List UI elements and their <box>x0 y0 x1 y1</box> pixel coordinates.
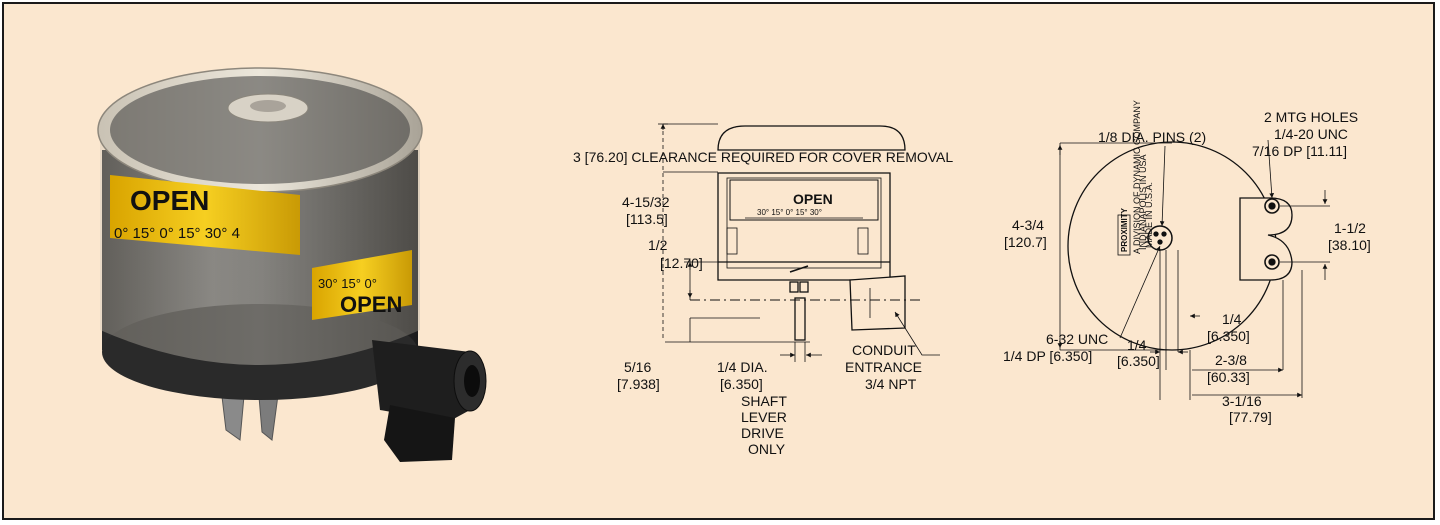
pins-label: 1/8 DIA. PINS (2) <box>1098 129 1206 145</box>
d4-mm: [77.79] <box>1229 409 1272 425</box>
front-offset-in: 1/2 <box>648 237 668 253</box>
nameplate-line-2: INDIANAPOLIS IN USA <box>1138 154 1148 250</box>
photo-scale-degrees-top: 0° 15° 0° 15° 30° 4 <box>114 225 240 242</box>
product-photo: OPEN 0° 15° 0° 15° 30° 4 30° 15° 0° OPEN <box>97 67 487 462</box>
d3-in: 2-3/8 <box>1215 352 1247 368</box>
side-height-mm: [120.7] <box>1004 234 1047 250</box>
d4-in: 3-1/16 <box>1222 393 1262 409</box>
conduit-line-3: 3/4 NPT <box>865 376 917 392</box>
conduit-line-1: CONDUIT <box>852 342 916 358</box>
front-view-drawing: OPEN 30° 15° 0° 15° 30° <box>658 123 940 362</box>
shaft-note-2: LEVER <box>741 409 787 425</box>
holes-line-1: 2 MTG HOLES <box>1264 109 1358 125</box>
spacing-in: 1-1/2 <box>1334 220 1366 236</box>
front-dia-in: 1/4 DIA. <box>717 359 768 375</box>
shaft-note-1: SHAFT <box>741 393 787 409</box>
front-shaft-mm: [7.938] <box>617 376 660 392</box>
side-height-in: 4-3/4 <box>1012 217 1044 233</box>
clearance-label: 3 [76.20] CLEARANCE REQUIRED FOR COVER R… <box>573 149 953 165</box>
screw-line-2: 1/4 DP [6.350] <box>1003 348 1092 364</box>
front-dial-open: OPEN <box>793 191 833 207</box>
photo-scale-open-bottom: OPEN <box>340 292 402 317</box>
photo-scale-degrees-bottom: 30° 15° 0° <box>318 276 377 291</box>
nameplate-line-1: A DIVISION OF DYNAMIC COMPANY <box>1132 100 1142 254</box>
front-shaft-in: 5/16 <box>624 359 651 375</box>
d1-mm: [6.350] <box>1117 353 1160 369</box>
nameplate-line-3: MADE IN U.S.A. <box>1144 182 1154 248</box>
holes-line-2: 1/4-20 UNC <box>1274 126 1348 142</box>
front-height-mm: [113.5] <box>626 211 668 227</box>
d2-mm: [6.350] <box>1207 328 1250 344</box>
shaft-note-4: ONLY <box>748 441 786 457</box>
nameplate-brand: PROXIMITY <box>1120 207 1129 252</box>
front-offset-mm: [12.70] <box>660 255 703 271</box>
side-view-drawing <box>1057 139 1330 400</box>
d3-mm: [60.33] <box>1207 369 1250 385</box>
spacing-mm: [38.10] <box>1328 237 1371 253</box>
shaft-note-3: DRIVE <box>741 425 784 441</box>
d1-in: 1/4 <box>1127 337 1147 353</box>
conduit-line-2: ENTRANCE <box>845 359 922 375</box>
photo-scale-open-top: OPEN <box>130 185 209 216</box>
front-dia-mm: [6.350] <box>720 376 763 392</box>
front-height-in: 4-15/32 <box>622 194 670 210</box>
screw-line-1: 6-32 UNC <box>1046 331 1108 347</box>
d2-in: 1/4 <box>1222 311 1242 327</box>
front-dial-degrees: 30° 15° 0° 15° 30° <box>757 208 822 217</box>
holes-line-3: 7/16 DP [11.11] <box>1252 143 1347 159</box>
